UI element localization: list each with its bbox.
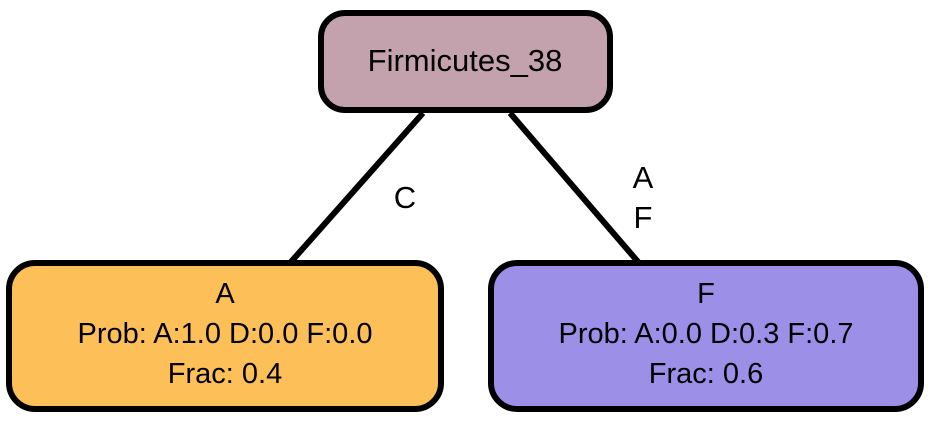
node-root: Firmicutes_38 [318, 10, 613, 113]
node-left-frac: Frac: 0.4 [168, 358, 282, 390]
node-left-title: A [215, 278, 235, 310]
node-right-box [488, 260, 924, 412]
node-left: A Prob: A:1.0 D:0.0 F:0.0 Frac: 0.4 [6, 260, 444, 412]
node-right-frac: Frac: 0.6 [649, 358, 763, 390]
node-right-prob: Prob: A:0.0 D:0.3 F:0.7 [559, 318, 854, 350]
node-root-box [318, 10, 613, 113]
node-left-box [6, 260, 444, 412]
edge-label-a: A [633, 160, 654, 195]
node-right: F Prob: A:0.0 D:0.3 F:0.7 Frac: 0.6 [488, 260, 924, 412]
node-left-prob: Prob: A:1.0 D:0.0 F:0.0 [78, 318, 373, 350]
edge-label-c: C [394, 180, 416, 215]
node-root-label: Firmicutes_38 [368, 43, 563, 78]
edge-label-f: F [634, 200, 653, 235]
edge-root-to-right [507, 111, 642, 265]
node-right-title: F [697, 278, 715, 310]
edge-root-to-left [287, 111, 426, 265]
